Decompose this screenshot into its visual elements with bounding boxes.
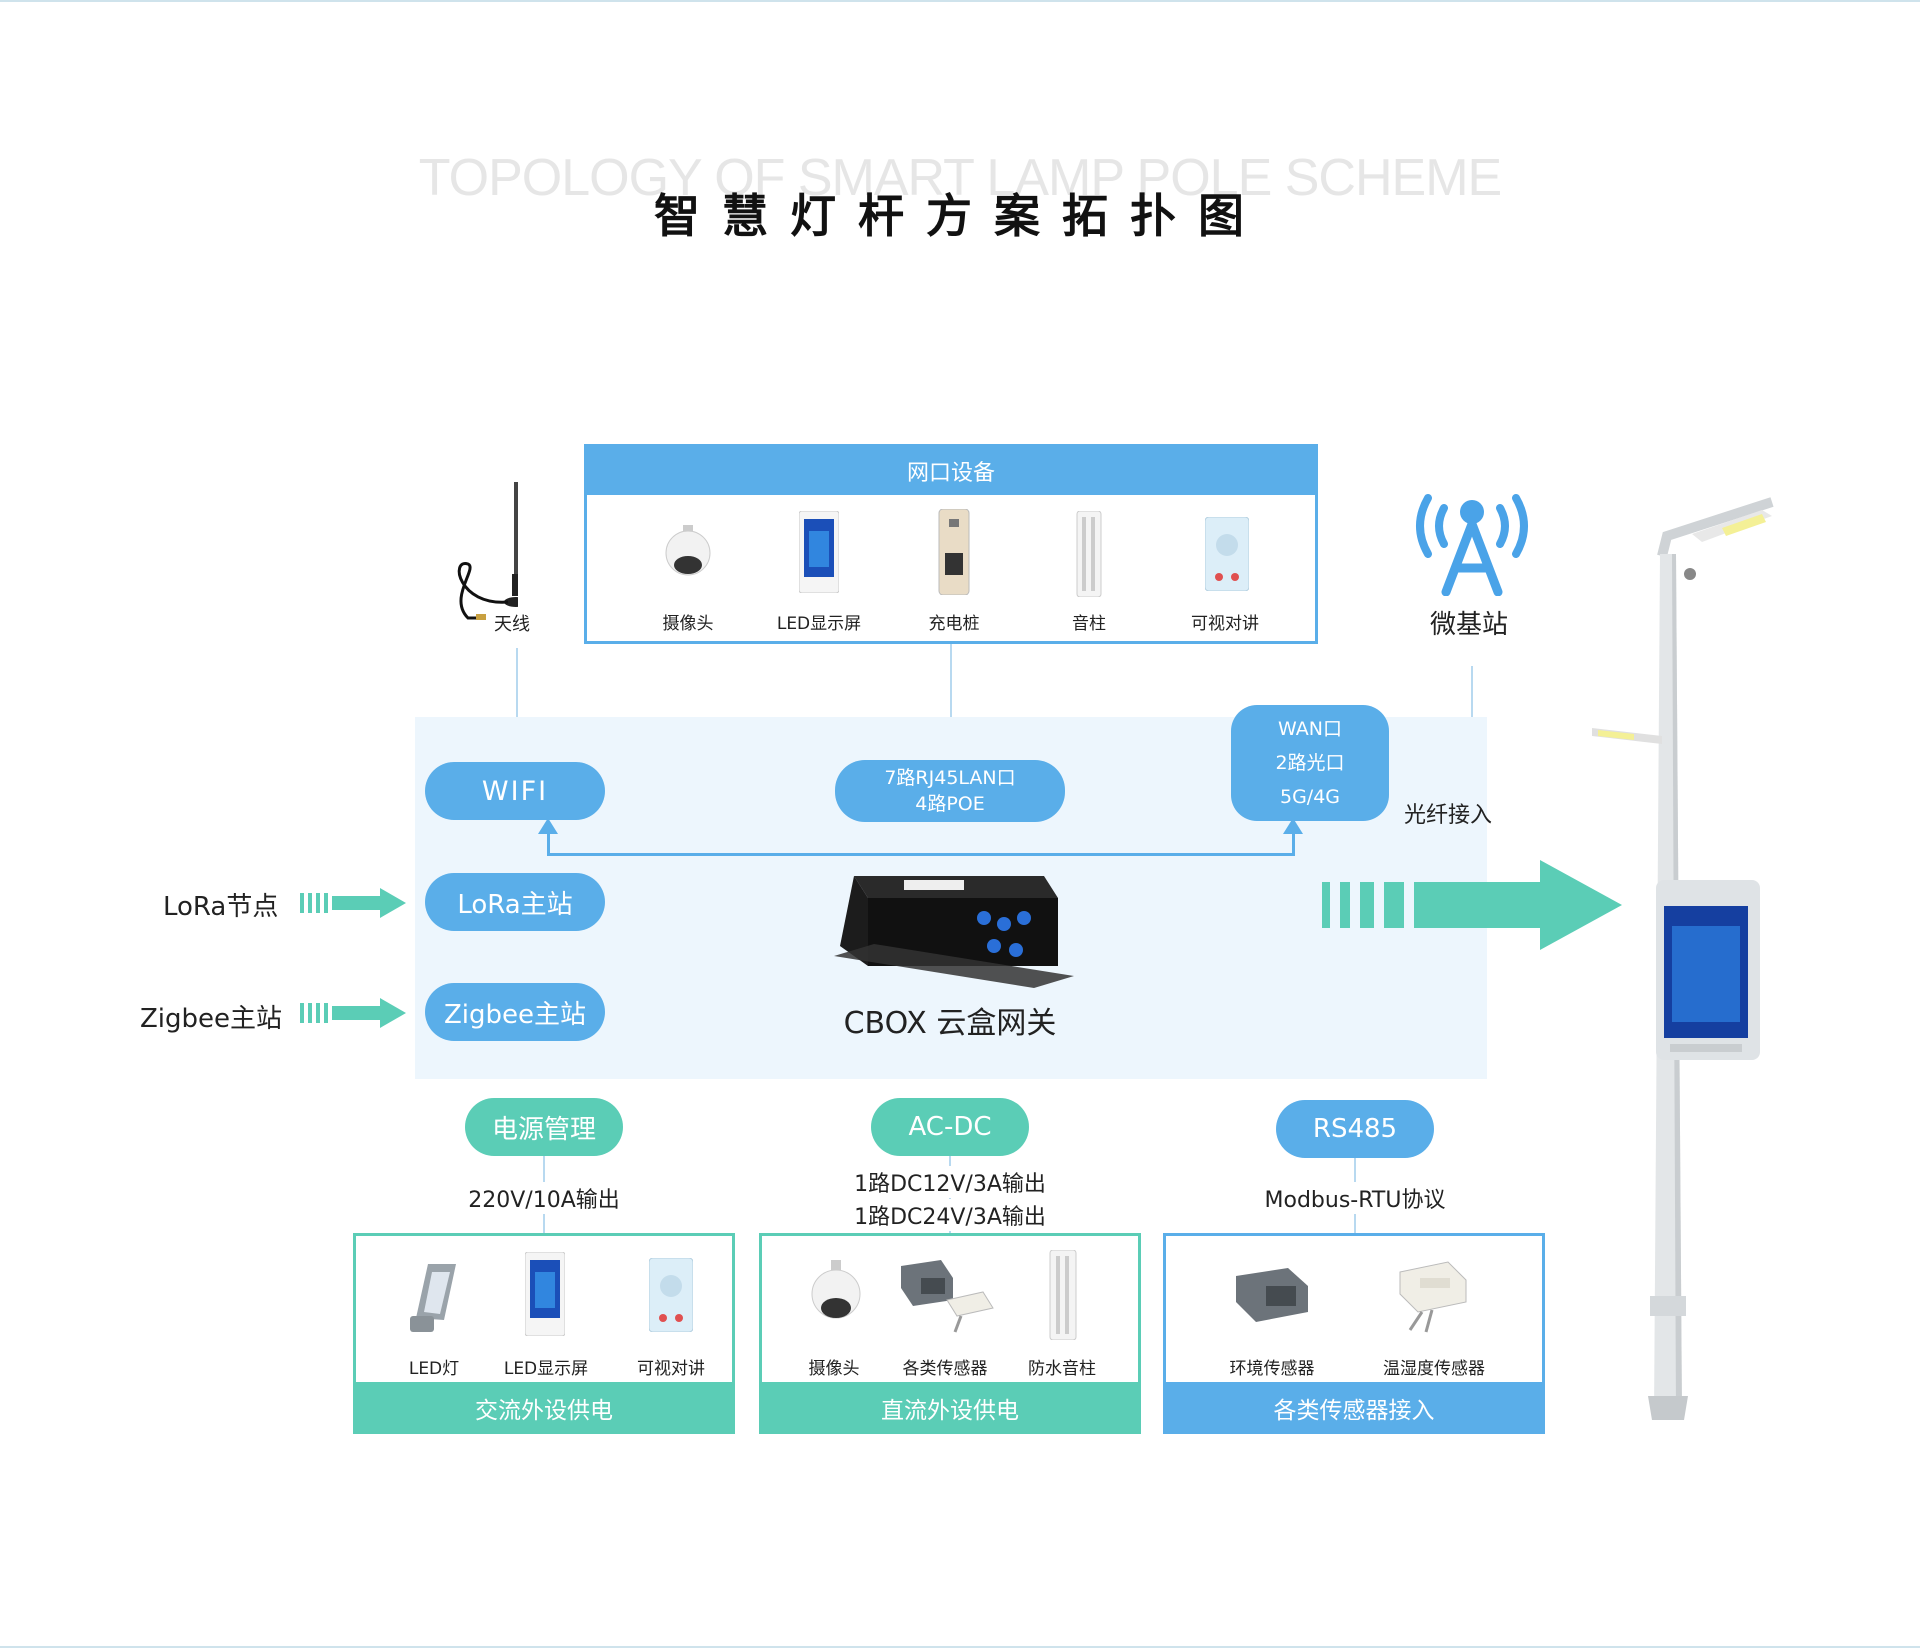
micro-station-label: 微基站 (1430, 610, 1509, 640)
acdc-item-camera: 摄像头 (808, 1359, 860, 1379)
lora-master-pill: LoRa主站 (425, 873, 605, 931)
antenna-label: 天线 (494, 614, 530, 635)
camera-icon (661, 525, 715, 589)
arrow-up-right-icon (1283, 818, 1303, 834)
network-item-intercom: 可视对讲 (1191, 614, 1259, 634)
wan-pill: WAN口 2路光口 5G/4G (1231, 705, 1389, 821)
wan-line1: WAN口 (1278, 718, 1342, 740)
zigbee-input-label: Zigbee主站 (140, 1004, 283, 1034)
acdc-pill: AC-DC (871, 1098, 1029, 1156)
rs485-box: 环境传感器 温湿度传感器 各类传感器接入 (1163, 1233, 1545, 1434)
network-devices-box: 网口设备 摄像头 LED显示屏 充电桩 音柱 可视对讲 (584, 444, 1318, 644)
network-item-speaker: 音柱 (1072, 614, 1106, 634)
cbox-gateway-icon (834, 868, 1074, 998)
micro-station-icon (1406, 476, 1538, 600)
speaker-column-icon (1075, 510, 1103, 601)
lan-line2: 4路POE (915, 793, 985, 815)
acdc-footer: 直流外设供电 (759, 1382, 1141, 1434)
power-desc: 220V/10A输出 (430, 1182, 658, 1214)
power-footer: 交流外设供电 (353, 1382, 735, 1434)
lan-pill: 7路RJ45LAN口 4路POE (835, 760, 1065, 822)
sensors-icon (897, 1256, 997, 1340)
charging-pile-icon (937, 508, 971, 599)
acdc-desc-line1: 1路DC12V/3A输出 (810, 1166, 1090, 1198)
page-title: 智慧灯杆方案拓扑图 (654, 189, 1266, 243)
acdc-box: 摄像头 各类传感器 防水音柱 直流外设供电 (759, 1233, 1141, 1434)
led-screen-icon-2 (524, 1251, 566, 1340)
bottom-border (0, 1646, 1920, 1648)
network-connector (950, 644, 952, 760)
intercom-icon-2 (648, 1257, 694, 1336)
zigbee-master-pill: Zigbee主站 (425, 983, 605, 1041)
intercom-icon (1204, 516, 1250, 595)
wan-line3: 5G/4G (1279, 786, 1341, 808)
top-border (0, 0, 1920, 2)
link-line-left (547, 830, 550, 856)
rs485-pill: RS485 (1276, 1100, 1434, 1158)
lan-line1: 7路RJ45LAN口 (884, 767, 1016, 789)
lora-node-label: LoRa节点 (163, 892, 279, 922)
network-item-camera: 摄像头 (662, 614, 714, 634)
cbox-name: CBOX 云盒网关 (843, 1006, 1057, 1041)
power-item-led-screen: LED显示屏 (503, 1359, 589, 1379)
antenna-connector (516, 648, 518, 764)
power-item-intercom: 可视对讲 (637, 1359, 705, 1379)
network-devices-title: 网口设备 (587, 447, 1315, 495)
camera-icon-2 (808, 1260, 864, 1334)
smart-lamp-pole-image (1572, 496, 1782, 1430)
power-item-led-lamp: LED灯 (408, 1359, 460, 1379)
environment-sensor-icon (1232, 1264, 1312, 1332)
rs485-item-environment: 环境传感器 (1229, 1359, 1315, 1379)
temp-humidity-sensor-icon (1392, 1256, 1472, 1340)
wifi-pill: WIFI (425, 762, 605, 820)
antenna-icon (438, 478, 528, 630)
fiber-label: 光纤接入 (1404, 803, 1493, 828)
rs485-desc: Modbus-RTU协议 (1230, 1182, 1480, 1214)
power-pill: 电源管理 (465, 1098, 623, 1156)
background-title: TOPOLOGY OF SMART LAMP POLE SCHEME (418, 149, 1502, 207)
zigbee-arrow-icon (300, 998, 406, 1032)
acdc-item-speaker: 防水音柱 (1028, 1359, 1096, 1379)
arrow-up-left-icon (538, 818, 558, 834)
acdc-desc-line2: 1路DC24V/3A输出 (810, 1199, 1090, 1231)
acdc-item-sensors: 各类传感器 (902, 1359, 988, 1379)
power-box: LED灯 LED显示屏 可视对讲 交流外设供电 (353, 1233, 735, 1434)
output-arrow-icon (1322, 860, 1622, 954)
rs485-item-temp-humidity: 温湿度传感器 (1383, 1359, 1485, 1379)
link-line-right (1292, 830, 1295, 856)
led-screen-icon (798, 510, 840, 597)
network-item-led-screen: LED显示屏 (776, 614, 862, 634)
network-item-charging-pile: 充电桩 (928, 614, 980, 634)
lora-arrow-icon (300, 888, 406, 922)
wan-line2: 2路光口 (1275, 752, 1345, 774)
link-line (547, 853, 1295, 856)
waterproof-speaker-icon (1048, 1249, 1078, 1344)
led-lamp-icon (400, 1258, 464, 1342)
rs485-footer: 各类传感器接入 (1163, 1382, 1545, 1434)
